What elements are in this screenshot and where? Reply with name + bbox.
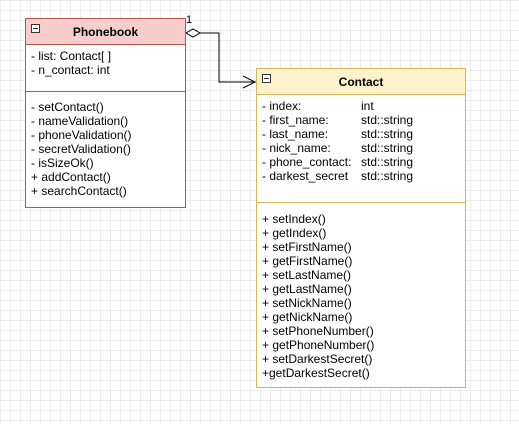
method-row: + addContact() xyxy=(31,170,111,184)
method-row: + setFirstName() xyxy=(262,240,352,254)
phonebook-attributes: - list: Contact[ ] - n_contact: int xyxy=(26,45,185,91)
contact-class[interactable]: Contact - index:int - first_name:std::st… xyxy=(256,68,466,388)
attribute-name: - phone_contact: xyxy=(262,155,352,169)
attribute-row: - phone_contact: std::string xyxy=(262,155,460,169)
contact-class-header[interactable]: Contact xyxy=(257,69,465,95)
attribute-type: std::string xyxy=(361,141,414,155)
attribute-name: - index: xyxy=(262,99,302,113)
contact-methods: + setIndex() + getIndex() + setFirstName… xyxy=(257,203,465,380)
method-row: + setLastName() xyxy=(262,268,352,282)
attribute-name: - darkest_secret xyxy=(262,169,349,183)
method-row: + setPhoneNumber() xyxy=(262,324,374,338)
attribute-row: - n_contact: int xyxy=(31,63,110,77)
phonebook-class[interactable]: Phonebook - list: Contact[ ] - n_contact… xyxy=(25,18,186,208)
method-row: + setIndex() xyxy=(262,212,326,226)
attribute-type: std::string xyxy=(361,113,414,127)
section-divider xyxy=(26,91,185,92)
multiplicity-label: 1 xyxy=(186,14,192,26)
attribute-row: - list: Contact[ ] xyxy=(31,49,112,63)
phonebook-class-header[interactable]: Phonebook xyxy=(26,19,185,45)
attribute-row: - darkest_secret std::string xyxy=(262,169,460,183)
contact-attributes: - index:int - first_name:std::string - l… xyxy=(257,95,465,202)
method-row: +getDarkestSecret() xyxy=(262,366,370,380)
method-row: + searchContact() xyxy=(31,184,127,198)
method-row: + getNickName() xyxy=(262,310,353,324)
method-row: + setNickName() xyxy=(262,296,352,310)
method-row: + getPhoneNumber() xyxy=(262,338,375,352)
attribute-type: int xyxy=(361,99,374,113)
method-row: - secretValidation() xyxy=(31,142,131,156)
attribute-type: std::string xyxy=(361,155,414,169)
method-row: + getIndex() xyxy=(262,226,327,240)
attribute-row: - first_name: std::string xyxy=(262,113,460,127)
attribute-type: std::string xyxy=(361,169,414,183)
attribute-row: - index: int xyxy=(262,99,460,113)
navigation-arrowhead xyxy=(242,75,257,89)
collapse-icon[interactable] xyxy=(262,74,271,83)
method-row: + getLastName() xyxy=(262,282,352,296)
aggregation-edge[interactable] xyxy=(200,32,256,83)
method-row: - setContact() xyxy=(31,100,104,114)
attribute-type: std::string xyxy=(361,127,414,141)
contact-class-title: Contact xyxy=(338,75,384,89)
section-divider xyxy=(257,202,465,203)
attribute-name: - nick_name: xyxy=(262,141,331,155)
attribute-name: - last_name: xyxy=(262,127,329,141)
attribute-name: - first_name: xyxy=(262,113,329,127)
phonebook-methods: - setContact() - nameValidation() - phon… xyxy=(26,92,185,198)
attribute-row: - nick_name: std::string xyxy=(262,141,460,155)
method-row: + setDarkestSecret() xyxy=(262,352,373,366)
collapse-icon[interactable] xyxy=(31,24,40,33)
phonebook-class-title: Phonebook xyxy=(72,25,139,39)
method-row: - phoneValidation() xyxy=(31,128,132,142)
attribute-row: - last_name: std::string xyxy=(262,127,460,141)
method-row: - nameValidation() xyxy=(31,114,129,128)
method-row: + getFirstName() xyxy=(262,254,353,268)
aggregation-diamond xyxy=(184,28,202,38)
method-row: - isSizeOk() xyxy=(31,156,94,170)
